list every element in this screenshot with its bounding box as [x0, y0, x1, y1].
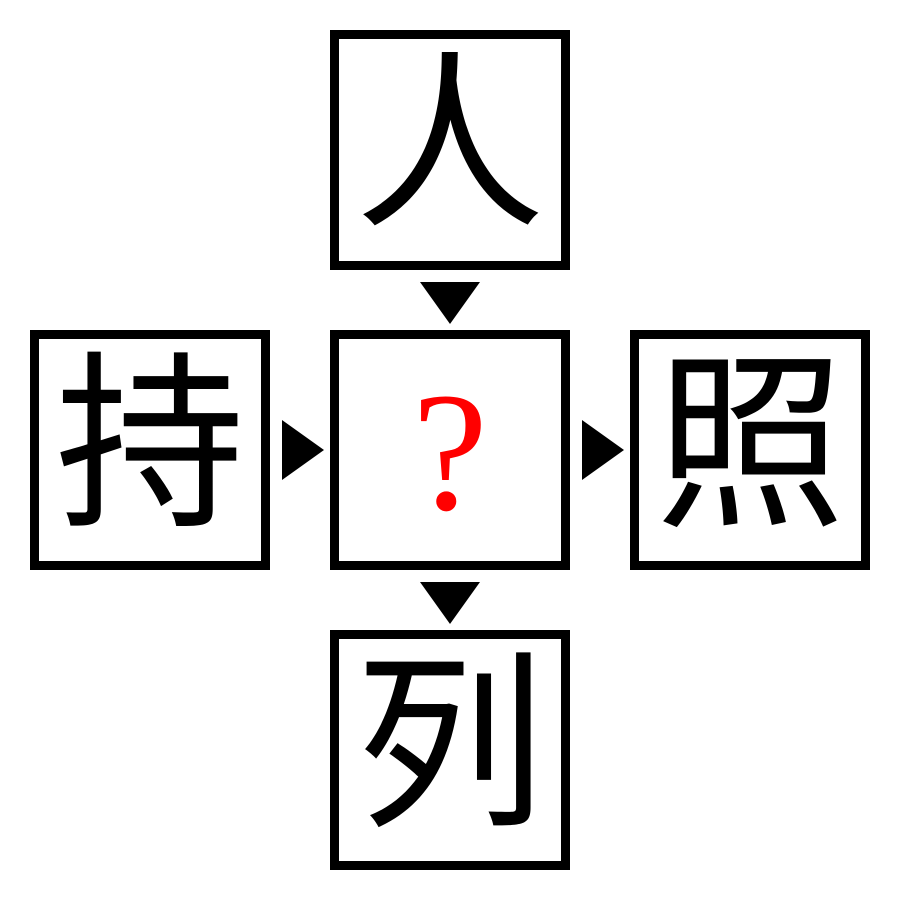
arrow-down-icon — [420, 582, 480, 624]
arrow-down-icon — [420, 282, 480, 324]
right-character-box: 照 — [630, 330, 870, 570]
top-character: 人 — [354, 35, 545, 256]
question-mark: ? — [412, 358, 488, 546]
answer-box[interactable]: ? — [330, 330, 570, 570]
arrow-right-icon — [582, 420, 624, 480]
bottom-character-box: 列 — [330, 630, 570, 870]
arrow-right-icon — [282, 420, 324, 480]
right-character: 照 — [654, 335, 845, 556]
top-character-box: 人 — [330, 30, 570, 270]
left-character: 持 — [54, 335, 245, 556]
bottom-character: 列 — [354, 635, 545, 856]
left-character-box: 持 — [30, 330, 270, 570]
